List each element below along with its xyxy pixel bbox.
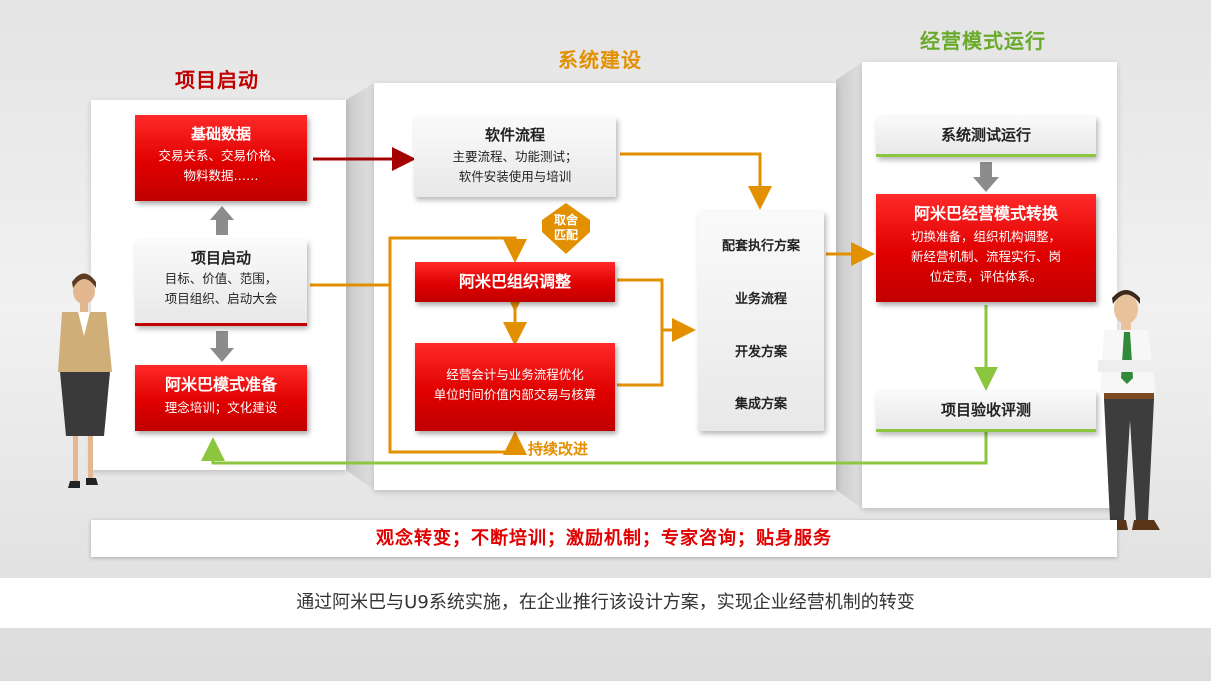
basic-data-title: 基础数据 [190, 125, 251, 143]
kickoff-title: 项目启动 [190, 249, 251, 267]
accounting-line: 经营会计与业务流程优化 [446, 367, 584, 382]
prep-box: 阿米巴模式准备 理念培训；文化建设 [135, 365, 307, 431]
prep-title: 阿米巴模式准备 [164, 375, 277, 394]
software-line: 主要流程、功能测试； [452, 149, 578, 164]
system-test-title: 系统测试运行 [940, 126, 1031, 144]
plan-item: 配套执行方案 [721, 239, 800, 254]
tradeoff-label-line: 取舍 [553, 213, 578, 227]
org-adjust-box: 阿米巴组织调整 [415, 262, 615, 302]
system-test-box: 系统测试运行 [876, 116, 1096, 157]
transform-line: 位定责，评估体系。 [929, 269, 1043, 284]
plan-item: 业务流程 [734, 292, 787, 307]
transform-line: 新经营机制、流程实行、岗 [910, 249, 1061, 264]
kickoff-line: 目标、价值、范围， [164, 271, 278, 286]
plan-item: 集成方案 [734, 397, 787, 412]
plan-item: 开发方案 [734, 345, 787, 360]
plans-box: 配套执行方案 业务流程 开发方案 集成方案 [698, 211, 824, 431]
principles-bar: 观念转变；不断培训；激励机制；专家咨询；贴身服务 [91, 520, 1117, 557]
continuous-improve-label: 持续改进 [528, 440, 589, 458]
basic-data-box: 基础数据 交易关系、交易价格、 物料数据…… [135, 115, 307, 201]
phase-title-start: 项目启动 [175, 68, 259, 92]
phase-title-build: 系统建设 [558, 48, 642, 72]
accounting-box: 经营会计与业务流程优化 单位时间价值内部交易与核算 [415, 343, 615, 431]
acceptance-box: 项目验收评测 [876, 391, 1096, 432]
basic-data-line: 交易关系、交易价格、 [158, 148, 284, 163]
footer-caption: 通过阿米巴与U9系统实施，在企业推行该设计方案，实现企业经营机制的转变 [0, 578, 1211, 628]
prep-line: 理念培训；文化建设 [164, 400, 278, 415]
kickoff-box: 项目启动 目标、价值、范围， 项目组织、启动大会 [135, 240, 307, 326]
transform-line: 切换准备，组织机构调整， [910, 229, 1061, 244]
software-box: 软件流程 主要流程、功能测试； 软件安装使用与培训 [414, 117, 616, 197]
software-line: 软件安装使用与培训 [458, 169, 572, 184]
transform-box: 阿米巴经营模式转换 切换准备，组织机构调整， 新经营机制、流程实行、岗 位定责，… [876, 194, 1096, 302]
transform-title: 阿米巴经营模式转换 [913, 204, 1058, 223]
phase-title-run: 经营模式运行 [920, 29, 1046, 53]
acceptance-title: 项目验收评测 [940, 401, 1031, 419]
basic-data-line: 物料数据…… [183, 168, 259, 183]
kickoff-line: 项目组织、启动大会 [164, 291, 278, 306]
accounting-line: 单位时间价值内部交易与核算 [433, 387, 597, 402]
tradeoff-label: 取舍 匹配 [546, 213, 586, 243]
software-title: 软件流程 [484, 126, 545, 144]
tradeoff-label-line: 匹配 [553, 228, 578, 242]
org-adjust-title: 阿米巴组织调整 [458, 272, 571, 291]
